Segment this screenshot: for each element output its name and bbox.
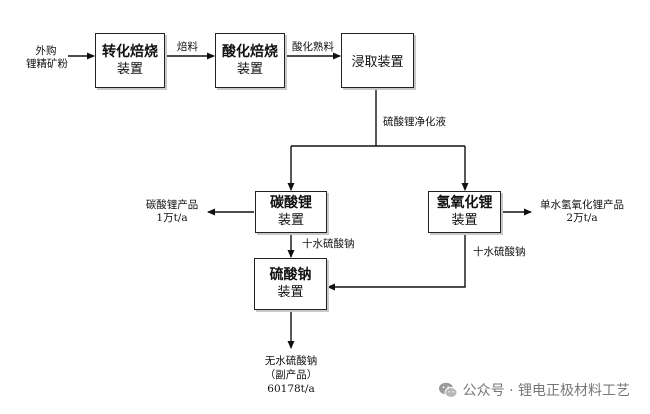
arrow-hydroxide-to-sulfate	[327, 233, 466, 291]
watermark: 公众号 · 锂电正极材料工艺	[438, 380, 630, 400]
lithium-hydroxide-box: 氢氧化锂 装置	[428, 191, 501, 233]
carbonate-product-label: 碳酸锂产品 1万t/a	[145, 199, 199, 224]
watermark-text: 公众号 · 锂电正极材料工艺	[462, 383, 630, 399]
raw-material-label: 外购 锂精矿粉	[26, 45, 68, 70]
calcine-label: 焙料	[177, 41, 198, 53]
byproduct-label: 无水硫酸钠 （副产品） 60178t/a	[264, 355, 318, 395]
acid-roasting-box: 酸化焙烧 装置	[215, 33, 285, 88]
hydroxide-product-label: 单水氢氧化锂产品 2万t/a	[540, 199, 624, 224]
lithium-carbonate-box: 碳酸锂 装置	[255, 191, 327, 233]
decahydrate-left-label: 十水硫酸钠	[302, 238, 355, 250]
sodium-sulfate-box: 硫酸钠 装置	[254, 258, 327, 310]
decahydrate-right-label: 十水硫酸钠	[473, 246, 526, 258]
leaching-box: 浸取装置	[341, 33, 414, 88]
acidified-clinker-label: 酸化熟料	[292, 41, 334, 53]
purified-solution-label: 硫酸锂净化液	[383, 116, 446, 128]
wechat-icon	[438, 382, 458, 398]
transform-roasting-box: 转化焙烧 装置	[95, 33, 165, 88]
